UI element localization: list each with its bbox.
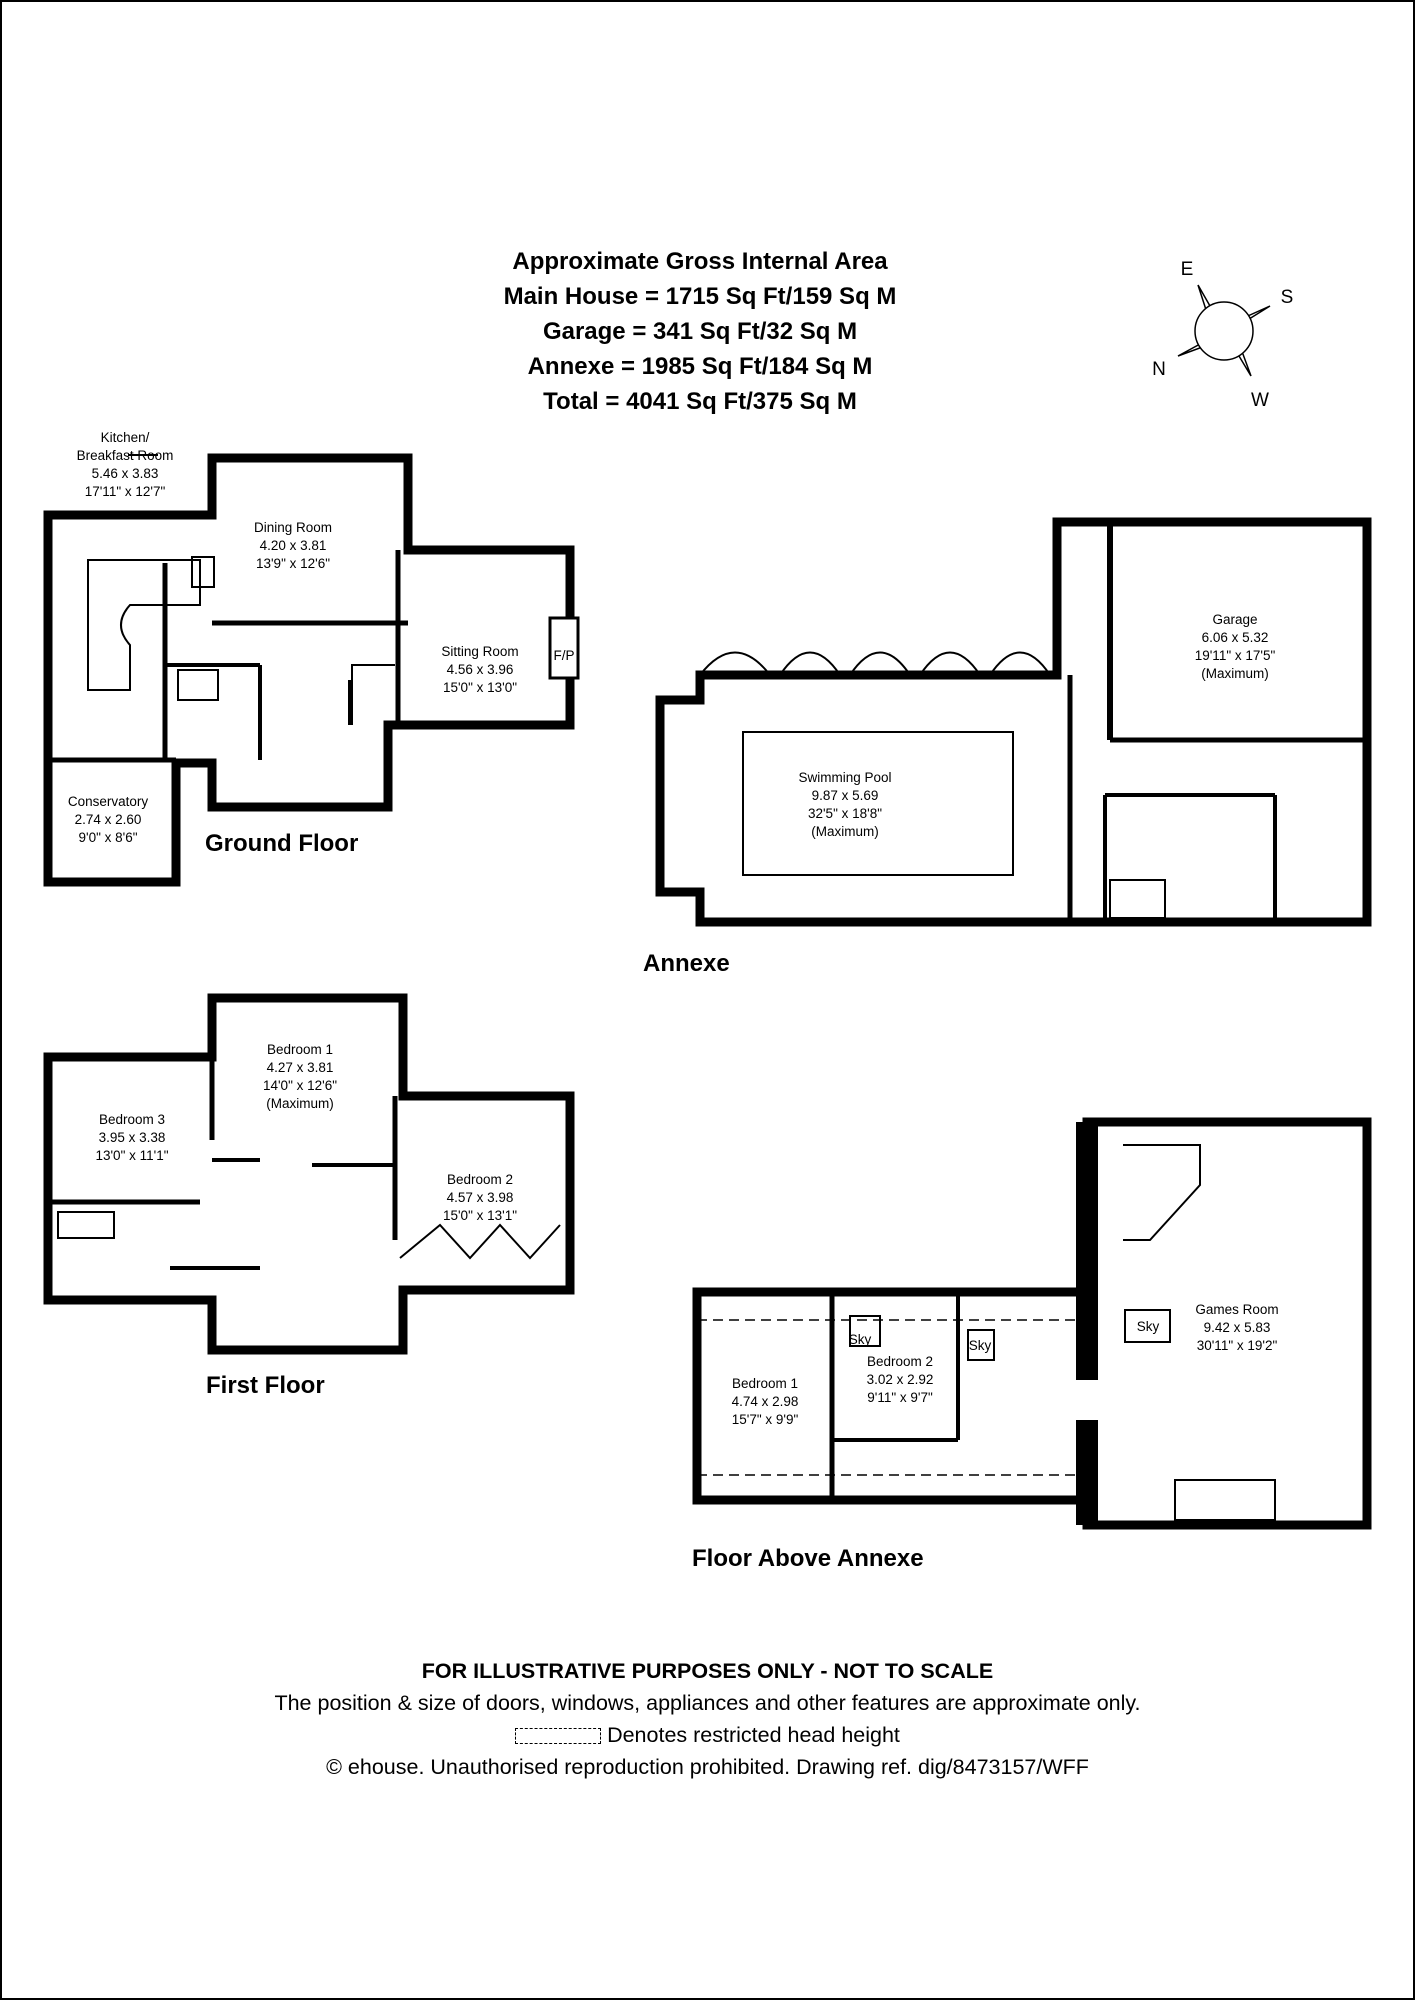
disclaimer: FOR ILLUSTRATIVE PURPOSES ONLY - NOT TO … <box>0 1655 1415 1783</box>
compass-east: E <box>1181 259 1194 280</box>
compass-icon: E S N W <box>1152 259 1293 411</box>
first-floor-label: First Floor <box>206 1372 325 1399</box>
svg-text:32'5" x 18'8": 32'5" x 18'8" <box>808 806 882 821</box>
svg-text:3.02 x 2.92: 3.02 x 2.92 <box>867 1372 934 1387</box>
svg-text:Sky: Sky <box>849 1332 872 1347</box>
svg-text:Games Room: Games Room <box>1195 1302 1278 1317</box>
svg-text:Breakfast Room: Breakfast Room <box>77 448 174 463</box>
bedroom-2-label: Bedroom 2 4.57 x 3.98 15'0" x 13'1" <box>443 1172 517 1223</box>
svg-text:4.56 x 3.96: 4.56 x 3.96 <box>447 662 514 677</box>
conservatory-label: Conservatory 2.74 x 2.60 9'0" x 8'6" <box>68 794 149 845</box>
area-annexe: Annexe = 1985 Sq Ft/184 Sq M <box>527 353 873 380</box>
svg-text:4.57 x 3.98: 4.57 x 3.98 <box>447 1190 514 1205</box>
skylight-label: Sky <box>1137 1319 1160 1334</box>
svg-text:Dining Room: Dining Room <box>254 520 332 535</box>
svg-text:19'11" x 17'5": 19'11" x 17'5" <box>1195 648 1276 663</box>
svg-text:Conservatory: Conservatory <box>68 794 149 809</box>
svg-text:14'0" x 12'6": 14'0" x 12'6" <box>263 1078 337 1093</box>
svg-text:Kitchen/: Kitchen/ <box>101 430 150 445</box>
svg-text:9'11" x 9'7": 9'11" x 9'7" <box>867 1390 933 1405</box>
svg-text:15'0" x 13'1": 15'0" x 13'1" <box>443 1208 517 1223</box>
svg-text:4.27 x 3.81: 4.27 x 3.81 <box>267 1060 334 1075</box>
fireplace-label: F/P <box>553 648 574 663</box>
ground-floor-label: Ground Floor <box>205 830 359 857</box>
restricted-height-icon <box>515 1728 602 1744</box>
sitting-room-label: Sitting Room 4.56 x 3.96 15'0" x 13'0" <box>441 644 518 695</box>
ground-floor-plan: F/P <box>43 453 580 887</box>
area-summary: Approximate Gross Internal Area Main Hou… <box>400 244 1000 419</box>
annexe-bedroom-2-label: Sky Bedroom 2 3.02 x 2.92 9'11" x 9'7" <box>849 1332 934 1405</box>
svg-text:Sitting Room: Sitting Room <box>441 644 518 659</box>
svg-text:5.46 x 3.83: 5.46 x 3.83 <box>92 466 159 481</box>
svg-text:13'9" x 12'6": 13'9" x 12'6" <box>256 556 330 571</box>
svg-text:6.06 x 5.32: 6.06 x 5.32 <box>1202 630 1269 645</box>
area-main-house: Main House = 1715 Sq Ft/159 Sq M <box>503 283 897 310</box>
swimming-pool-label: Swimming Pool 9.87 x 5.69 32'5" x 18'8" … <box>798 770 891 839</box>
area-garage: Garage = 341 Sq Ft/32 Sq M <box>542 318 858 345</box>
garage-label: Garage 6.06 x 5.32 19'11" x 17'5" (Maxim… <box>1195 612 1276 681</box>
bedroom-1-label: Bedroom 1 4.27 x 3.81 14'0" x 12'6" (Max… <box>263 1042 337 1111</box>
above-annexe-floor-label: Floor Above Annexe <box>692 1545 924 1572</box>
svg-text:15'0" x 13'0": 15'0" x 13'0" <box>443 680 517 695</box>
first-floor-plan <box>43 993 575 1355</box>
svg-text:30'11" x 19'2": 30'11" x 19'2" <box>1197 1338 1278 1353</box>
svg-text:2.74 x 2.60: 2.74 x 2.60 <box>75 812 142 827</box>
annexe-plan <box>655 517 1372 927</box>
disclaimer-text: The position & size of doors, windows, a… <box>274 1691 1141 1715</box>
svg-text:Bedroom 1: Bedroom 1 <box>732 1376 798 1391</box>
svg-text:4.74 x 2.98: 4.74 x 2.98 <box>732 1394 799 1409</box>
kitchen-label: Kitchen/ Breakfast Room 5.46 x 3.83 17'1… <box>77 430 174 499</box>
svg-text:Swimming Pool: Swimming Pool <box>798 770 891 785</box>
disclaimer-title: FOR ILLUSTRATIVE PURPOSES ONLY - NOT TO … <box>421 1659 994 1683</box>
svg-text:(Maximum): (Maximum) <box>811 824 879 839</box>
svg-text:Bedroom 3: Bedroom 3 <box>99 1112 165 1127</box>
svg-text:4.20 x 3.81: 4.20 x 3.81 <box>260 538 327 553</box>
copyright: © ehouse. Unauthorised reproduction proh… <box>326 1755 1089 1779</box>
dining-room-label: Dining Room 4.20 x 3.81 13'9" x 12'6" <box>254 520 332 571</box>
svg-text:9.87 x 5.69: 9.87 x 5.69 <box>812 788 879 803</box>
svg-text:13'0" x 11'1": 13'0" x 11'1" <box>95 1148 168 1163</box>
area-title: Approximate Gross Internal Area <box>512 248 888 275</box>
svg-text:9'0" x 8'6": 9'0" x 8'6" <box>78 830 137 845</box>
annexe-bedroom-1-label: Bedroom 1 4.74 x 2.98 15'7" x 9'9" <box>732 1376 799 1427</box>
legend-text: Denotes restricted head height <box>607 1723 900 1747</box>
svg-text:3.95 x 3.38: 3.95 x 3.38 <box>99 1130 166 1145</box>
compass-north: N <box>1152 359 1166 380</box>
svg-text:15'7" x 9'9": 15'7" x 9'9" <box>732 1412 799 1427</box>
svg-text:Bedroom 2: Bedroom 2 <box>447 1172 513 1187</box>
area-total: Total = 4041 Sq Ft/375 Sq M <box>543 388 857 415</box>
skylight-label: Sky <box>969 1338 992 1353</box>
svg-text:Bedroom 1: Bedroom 1 <box>267 1042 333 1057</box>
svg-text:17'11" x 12'7": 17'11" x 12'7" <box>85 484 166 499</box>
games-room-label: Games Room 9.42 x 5.83 30'11" x 19'2" <box>1195 1302 1278 1353</box>
above-annexe-plan <box>692 1117 1372 1530</box>
svg-text:(Maximum): (Maximum) <box>1201 666 1269 681</box>
bedroom-3-label: Bedroom 3 3.95 x 3.38 13'0" x 11'1" <box>95 1112 168 1163</box>
svg-text:9.42 x 5.83: 9.42 x 5.83 <box>1204 1320 1271 1335</box>
svg-text:Bedroom 2: Bedroom 2 <box>867 1354 933 1369</box>
annexe-floor-label: Annexe <box>643 950 730 977</box>
svg-text:(Maximum): (Maximum) <box>266 1096 334 1111</box>
svg-text:Garage: Garage <box>1212 612 1257 627</box>
legend-row: Denotes restricted head height <box>0 1719 1415 1751</box>
compass-west: W <box>1251 390 1269 411</box>
compass-south: S <box>1281 287 1294 308</box>
